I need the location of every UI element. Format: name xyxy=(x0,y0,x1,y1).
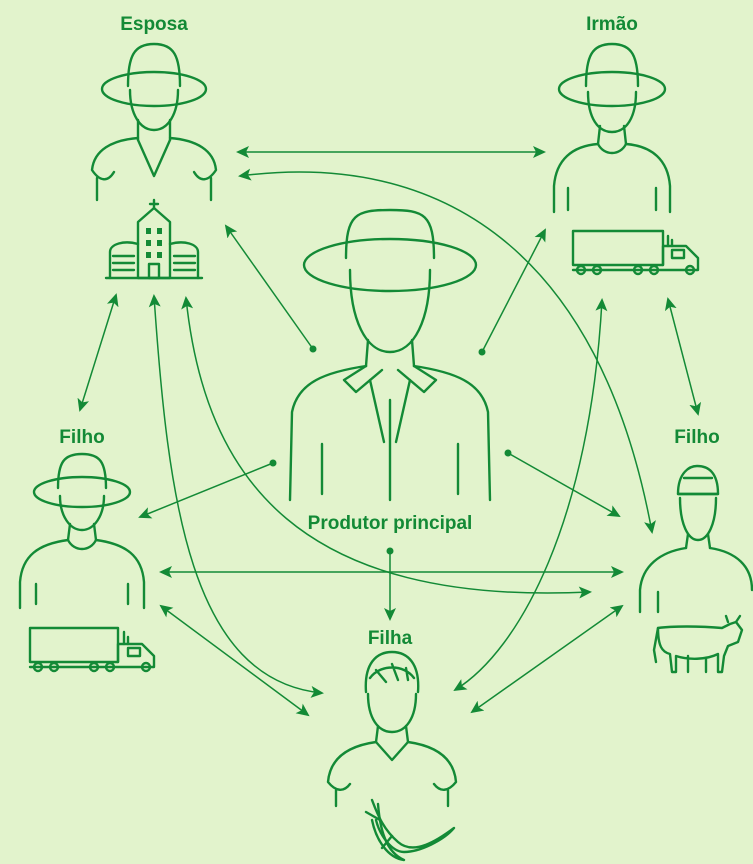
node-label-irmao: Irmão xyxy=(586,14,638,35)
soybean-icon xyxy=(364,798,456,862)
person-irmao-icon xyxy=(552,42,672,214)
person-esposa-icon xyxy=(90,42,218,202)
node-label-filho-right: Filho xyxy=(674,427,720,448)
person-filho-left-icon xyxy=(18,452,146,610)
connection-arrows xyxy=(77,146,702,717)
grain-silo-icon xyxy=(104,198,204,280)
person-filho-right-icon xyxy=(638,464,753,614)
node-label-filha: Filha xyxy=(367,628,413,649)
truck-icon-filho xyxy=(28,626,156,673)
node-label-filho-left: Filho xyxy=(59,427,105,448)
person-produtor-icon xyxy=(288,208,492,502)
person-filha-icon xyxy=(326,650,458,808)
cow-icon xyxy=(652,614,744,674)
node-label-esposa: Esposa xyxy=(120,14,188,35)
truck-icon-irmao xyxy=(571,229,700,276)
